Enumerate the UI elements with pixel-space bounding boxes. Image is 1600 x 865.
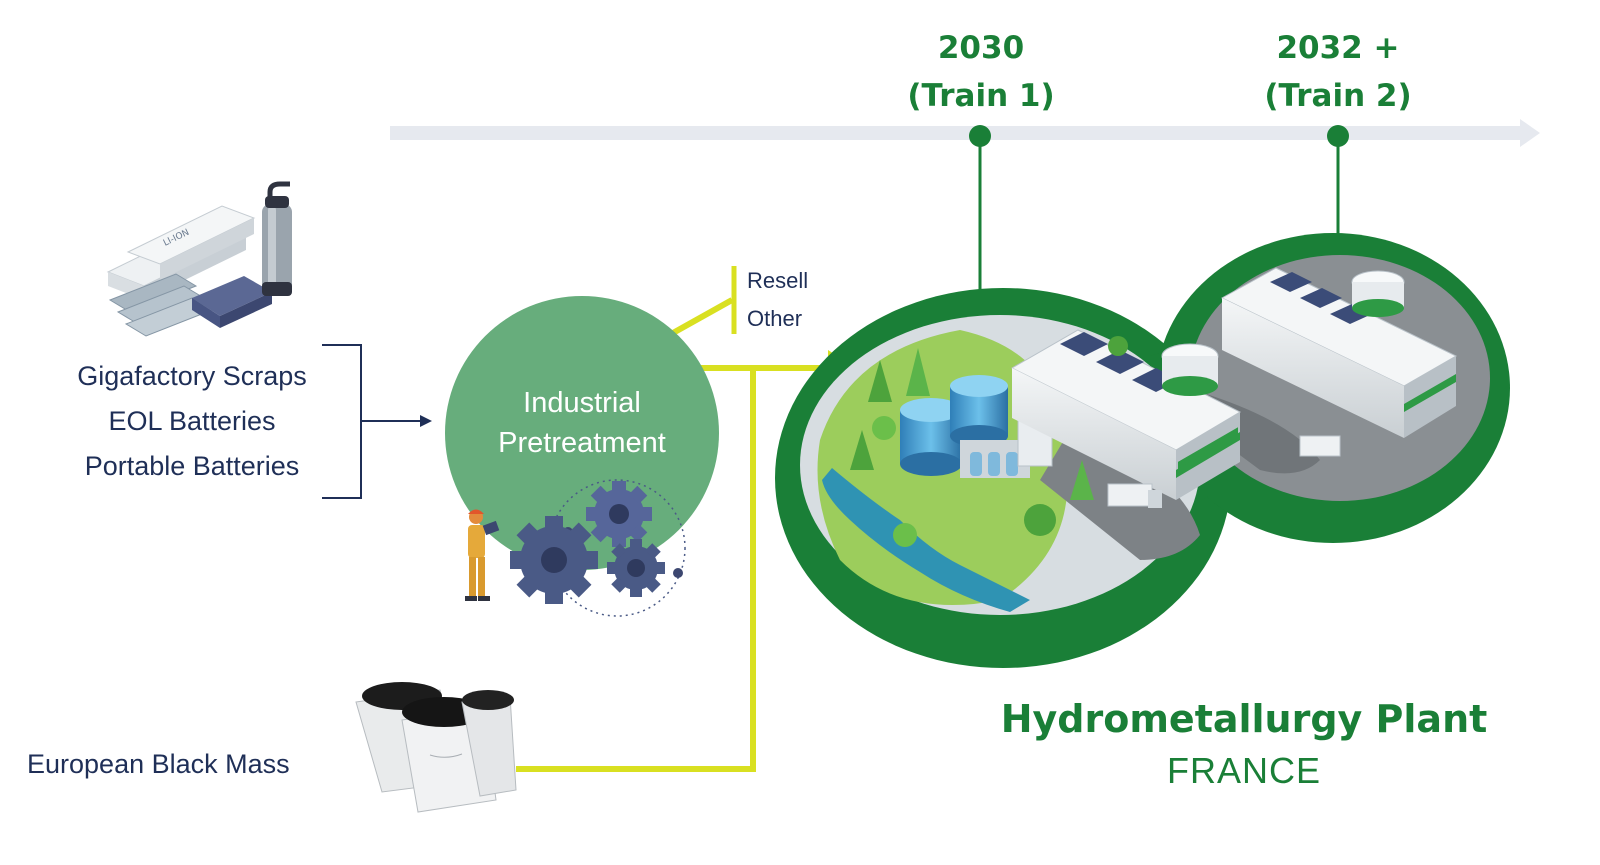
milestone-2030-year: 2030 xyxy=(937,30,1025,66)
battery-cells-icon: LI-ION xyxy=(106,181,292,337)
output-resell: Resell xyxy=(747,268,809,293)
pretreatment-title-line2: Pretreatment xyxy=(498,427,666,459)
plant-country: FRANCE xyxy=(1166,750,1321,791)
milestone-2030-label: (Train 1) xyxy=(907,78,1055,114)
hydrometallurgy-plant-illustration xyxy=(775,233,1510,668)
plant-title: Hydrometallurgy Plant xyxy=(1000,697,1488,741)
plant-building-train-2 xyxy=(1220,267,1458,457)
timeline-bar xyxy=(390,126,1520,140)
gear-large-icon xyxy=(510,516,598,604)
gear-top-icon xyxy=(586,481,652,547)
flow-black-mass xyxy=(516,370,756,772)
milestone-dot xyxy=(1327,125,1349,147)
milestone-2032-label: (Train 2) xyxy=(1264,78,1412,114)
output-other: Other xyxy=(747,306,803,331)
input-bracket xyxy=(322,344,432,499)
trees xyxy=(850,336,1128,547)
worker-icon xyxy=(465,509,500,601)
milestone-2030 xyxy=(969,125,991,292)
timeline-arrowhead xyxy=(1520,119,1540,147)
pretreatment-circle xyxy=(445,296,719,570)
gears-worker-icon xyxy=(465,479,686,617)
gear-small-icon xyxy=(607,539,665,597)
input-gigafactory-scraps: Gigafactory Scraps xyxy=(77,361,307,391)
input-black-mass: European Black Mass xyxy=(27,749,290,779)
plant-building-train-1 xyxy=(1010,329,1242,508)
timeline xyxy=(390,119,1540,292)
pretreatment-title-line1: Industrial xyxy=(523,387,641,419)
arrow-to-pretreatment xyxy=(420,415,432,427)
input-eol-batteries: EOL Batteries xyxy=(108,406,276,436)
black-mass-bags-icon xyxy=(355,682,517,813)
milestone-2032-year: 2032 + xyxy=(1276,30,1400,66)
input-portable-batteries: Portable Batteries xyxy=(84,451,300,481)
flow-to-resell xyxy=(662,297,734,341)
milestone-2032 xyxy=(1327,125,1349,246)
milestone-dot xyxy=(969,125,991,147)
